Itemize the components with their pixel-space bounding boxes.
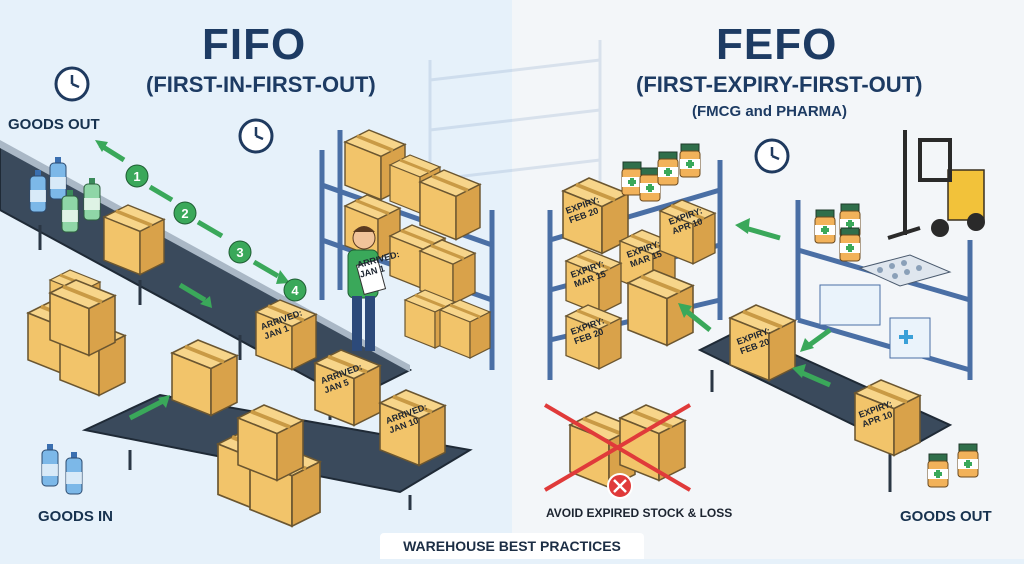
fifo-step-circles <box>125 164 307 302</box>
fifo-goods-out-label: GOODS OUT <box>8 116 100 133</box>
medicine-box <box>819 284 881 326</box>
fefo-subtitle: (FIRST-EXPIRY-FIRST-OUT) <box>636 72 923 97</box>
expired-stock-stack <box>543 403 692 499</box>
footer-banner: WAREHOUSE BEST PRACTICES <box>380 533 644 559</box>
worker-figure <box>347 226 387 351</box>
blister-pack-icon <box>858 254 952 287</box>
forklift-icon <box>887 130 985 240</box>
fefo-sector-note: (FMCG and PHARMA) <box>692 103 847 120</box>
fifo-title: FIFO <box>202 20 307 69</box>
fifo-flow-arrows <box>95 140 290 421</box>
fefo-title: FEFO <box>716 20 838 69</box>
fifo-subtitle: (FIRST-IN-FIRST-OUT) <box>146 72 376 97</box>
fefo-goods-out-label: GOODS OUT <box>900 508 992 525</box>
fefo-flow-arrows <box>678 218 832 388</box>
fifo-step-number: 3 <box>236 245 243 260</box>
fifo-goods-in-label: GOODS IN <box>38 508 114 525</box>
fifo-step-number: 1 <box>133 169 140 184</box>
fifo-step-number: 4 <box>291 283 299 298</box>
fefo-warning-label: AVOID EXPIRED STOCK & LOSS <box>546 506 733 520</box>
fifo-step-number: 2 <box>181 206 188 221</box>
